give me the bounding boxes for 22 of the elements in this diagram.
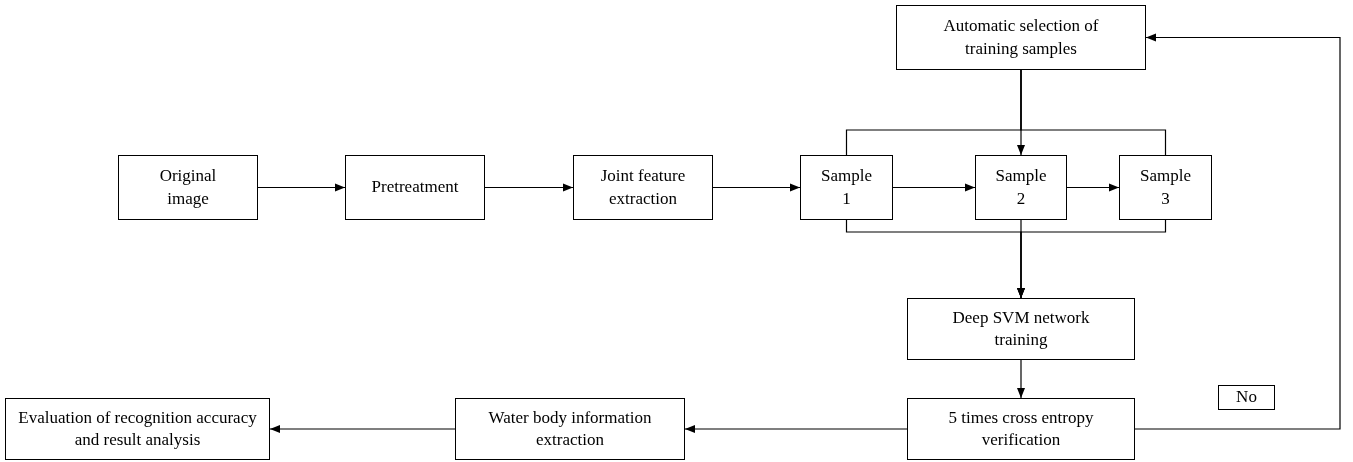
arrow [1017,359,1025,399]
arrow [257,183,346,192]
process-box: No [1218,385,1275,410]
arrow [1066,183,1120,192]
process-box: Evaluation of recognition accuracy and result analysis [5,398,270,460]
process-box: 5 times cross entropy verification [907,398,1135,460]
process-box: Automatic selection of training samples [896,5,1146,70]
arrow [484,183,574,192]
arrow [684,425,908,433]
process-box: Water body information extraction [455,398,685,460]
process-box: Joint feature extraction [573,155,713,220]
process-box: Sample 1 [800,155,893,220]
process-box: Sample 2 [975,155,1067,220]
arrow [269,425,456,433]
process-box: Sample 3 [1119,155,1212,220]
process-box: Pretreatment [345,155,485,220]
arrow [712,183,801,192]
arrow [892,183,976,192]
process-box: Original image [118,155,258,220]
process-box: Deep SVM network training [907,298,1135,360]
arrow [1134,33,1341,430]
arrow [1017,219,1167,299]
